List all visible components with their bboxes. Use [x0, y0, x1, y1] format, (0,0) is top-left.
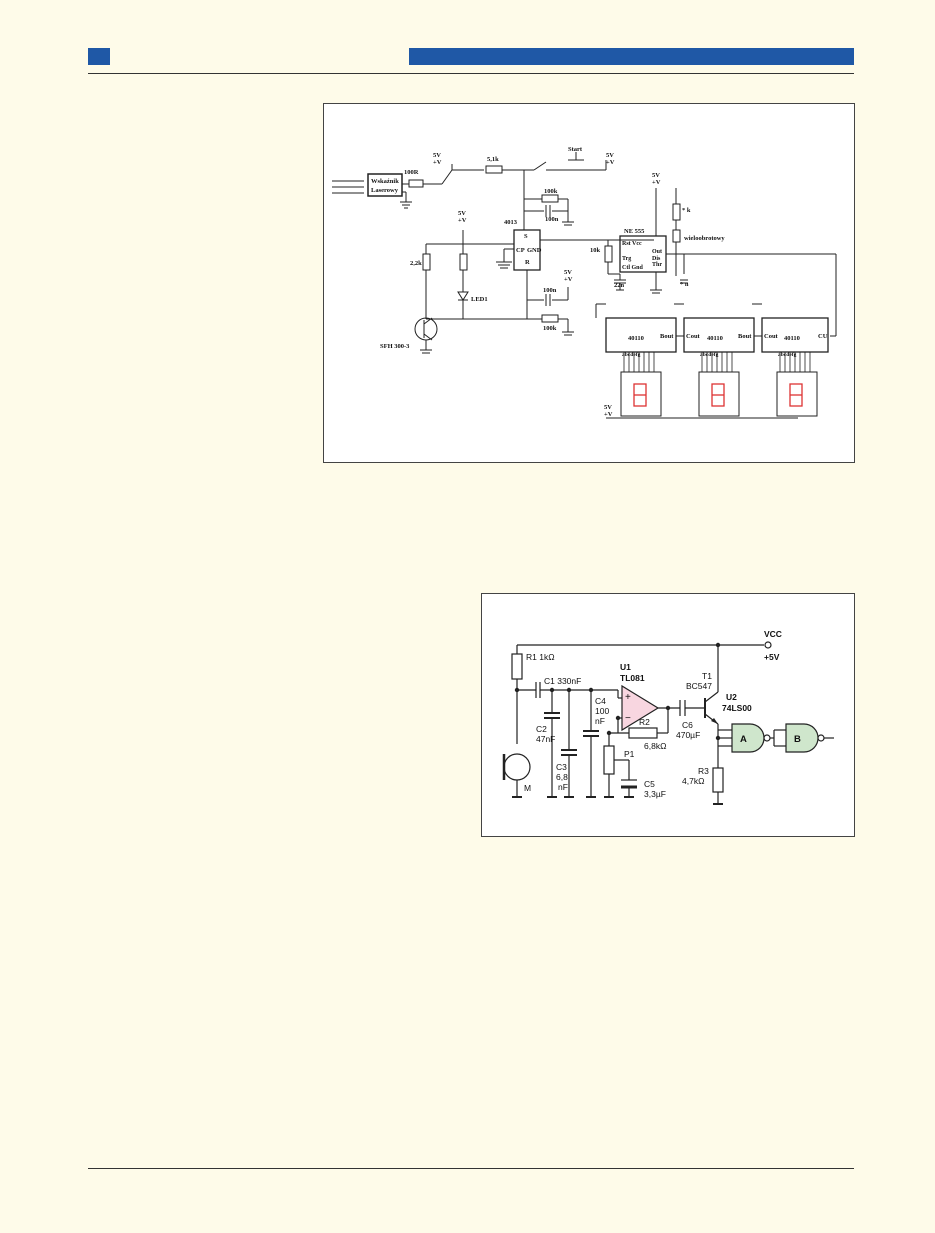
lbl-c3-val2: nF — [558, 782, 568, 792]
lbl-thr: Thr — [652, 262, 662, 268]
lbl-out: Out — [652, 249, 662, 255]
lbl-c3-name: C3 — [556, 762, 567, 772]
lbl-100r: 100R — [404, 169, 419, 176]
lbl-n: * n — [680, 281, 689, 288]
lbl-bot-plus: +V — [604, 411, 613, 418]
nand-gate-b — [785, 723, 819, 753]
lbl-dis: Dis — [652, 256, 661, 262]
footer-rule — [88, 1168, 854, 1169]
lbl-c3-val1: 6,8 — [556, 772, 568, 782]
lbl-r2-name: R2 — [639, 717, 650, 727]
lbl-c4-val1: 100 — [595, 706, 609, 716]
lbl-vcc-plus: +V — [652, 179, 661, 186]
lbl-100n-a: 100n — [545, 216, 559, 223]
lbl-start: Start — [568, 146, 583, 153]
schematic-1: Wskaźnik Laserowy 100R 5V +V 5,1k Start … — [332, 146, 837, 419]
lbl-left-5v: 5V — [458, 210, 466, 217]
lbl-c2-val: 47nF — [536, 734, 555, 744]
lbl-bot-5v: 5V — [604, 404, 612, 411]
lbl-r3-name: R3 — [698, 766, 709, 776]
lbl-led1: LED1 — [471, 296, 488, 303]
lbl-gate-b: B — [794, 734, 801, 745]
lbl-segs-3: abcdefg — [778, 352, 797, 358]
lbl-wielo: wieloobrotowy — [684, 235, 725, 242]
lbl-left-plus: +V — [458, 217, 467, 224]
lbl-mic: M — [524, 783, 531, 793]
lbl-t1-part: BC547 — [686, 681, 712, 691]
header-square — [88, 48, 110, 65]
lbl-cout-2: Cout — [686, 333, 701, 340]
lbl-t1-name: T1 — [702, 671, 712, 681]
lbl-sw-plus: +V — [433, 159, 442, 166]
lbl-k: * k — [682, 207, 691, 214]
nand-gate-a — [731, 723, 765, 753]
lbl-top-5v: 5V — [606, 152, 614, 159]
lbl-minus: − — [625, 713, 631, 724]
lbl-ctl-gnd: Ctl Gnd — [622, 265, 644, 271]
lbl-r2-val: 6,8kΩ — [644, 741, 666, 751]
lbl-u1-name: U1 — [620, 662, 631, 672]
lbl-bout-2: Bout — [738, 333, 752, 340]
lbl-cu: CU — [818, 333, 828, 340]
lbl-c5-name: C5 — [644, 779, 655, 789]
figure-microphone-amplifier-schematic: VCC +5V R1 1kΩ C1 330nF C2 47nF C3 6,8 n… — [481, 593, 855, 837]
lbl-c4-name: C4 — [595, 696, 606, 706]
header-bar — [409, 48, 854, 65]
lbl-r1: R1 1kΩ — [526, 652, 555, 662]
lbl-mid-plus: +V — [564, 276, 573, 283]
lbl-10k: 10k — [590, 247, 601, 254]
lbl-vcc: VCC — [764, 629, 782, 639]
lbl-u2-name: U2 — [726, 692, 737, 702]
lbl-vcc-5v: 5V — [652, 172, 660, 179]
header-rule — [88, 73, 854, 74]
lbl-gate-a: A — [740, 734, 747, 745]
lbl-100n-b: 100n — [543, 287, 557, 294]
lbl-mid-5v: 5V — [564, 269, 572, 276]
lbl-4013: 4013 — [504, 219, 518, 226]
lbl-r3-val: 4,7kΩ — [682, 776, 704, 786]
lbl-sfh: SFH 300-3 — [380, 343, 410, 350]
lbl-40110-1: 40110 — [628, 335, 644, 342]
lbl-top-plus: +V — [606, 159, 615, 166]
lbl-pointer-2: Laserowy — [371, 187, 399, 194]
lbl-segs-1: abcdefg — [622, 352, 641, 358]
lbl-pin-gnd: GND — [527, 247, 542, 254]
lbl-pin-s: S — [524, 233, 528, 240]
lbl-segs-2: abcdefg — [700, 352, 719, 358]
lbl-22k: 2,2k — [410, 260, 422, 267]
lbl-c5-val: 3,3µF — [644, 789, 666, 799]
lbl-rst-vcc: Rst Vcc — [622, 241, 642, 247]
lbl-bout-1: Bout — [660, 333, 674, 340]
lbl-sw-5v: 5V — [433, 152, 441, 159]
lbl-100k-b: 100k — [543, 325, 557, 332]
lbl-c4-val2: nF — [595, 716, 605, 726]
lbl-c6-name: C6 — [682, 720, 693, 730]
lbl-p1: P1 — [624, 749, 635, 759]
lbl-ne555: NE 555 — [624, 228, 645, 235]
lbl-40110-2: 40110 — [707, 335, 723, 342]
lbl-40110-3: 40110 — [784, 335, 800, 342]
lbl-trg: Trg — [622, 256, 631, 262]
figure-laser-timer-schematic: Wskaźnik Laserowy 100R 5V +V 5,1k Start … — [323, 103, 855, 463]
lbl-51k: 5,1k — [487, 156, 499, 163]
lbl-plus5v: +5V — [764, 652, 780, 662]
opamp-symbol — [621, 684, 660, 732]
lbl-u1-part: TL081 — [620, 673, 645, 683]
lbl-c2-name: C2 — [536, 724, 547, 734]
lbl-plus: + — [625, 692, 631, 703]
lbl-c6-val: 470µF — [676, 730, 700, 740]
lbl-100k-a: 100k — [544, 188, 558, 195]
lbl-pointer-1: Wskaźnik — [371, 178, 399, 185]
lbl-pin-cp: CP — [516, 247, 525, 254]
schematic-2: VCC +5V R1 1kΩ C1 330nF C2 47nF C3 6,8 n… — [502, 629, 834, 805]
lbl-c1: C1 330nF — [544, 676, 581, 686]
lbl-22n: 22n — [614, 282, 625, 289]
lbl-cout-3: Cout — [764, 333, 779, 340]
lbl-pin-r: R — [525, 259, 530, 266]
lbl-u2-part: 74LS00 — [722, 703, 752, 713]
